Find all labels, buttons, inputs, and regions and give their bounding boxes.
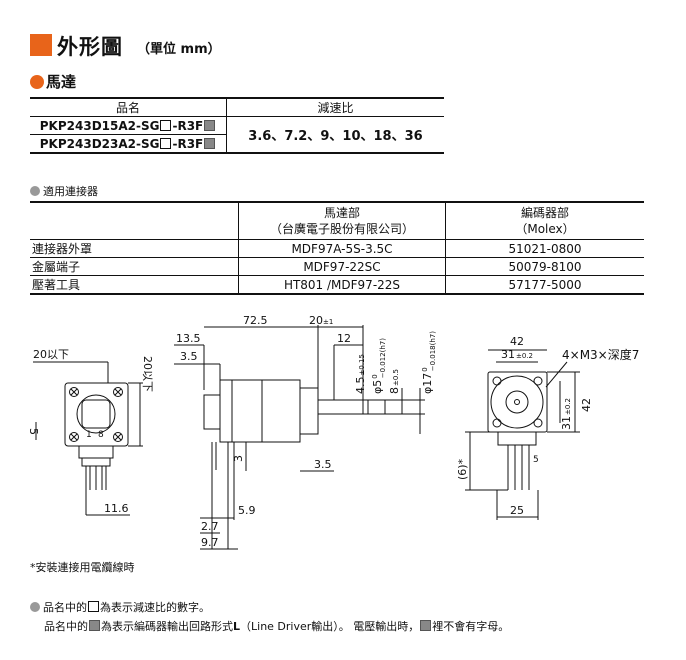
dim-phi5: φ50−0.012(h7) [371,338,387,394]
row-name: 連接器外罩 [30,239,239,258]
section-marker [30,75,44,89]
motor-section-title: 馬達 [46,73,77,91]
bullet-dot-icon [30,186,40,196]
unit-label: （單位 mm） [137,42,221,57]
dim-3-5-bottom: 3.5 [314,458,332,471]
screw-hole-icon [492,418,502,428]
dim-6-star: (6)* [456,458,469,480]
dim-5-9: 5.9 [238,504,256,517]
screw-hole-icon [492,376,502,386]
dim-3-5-top: 3.5 [180,350,198,363]
screw-hole-icon [113,387,123,397]
dim-3: 3 [232,455,245,462]
row-motor: HT801 /MDF97-22S [238,275,446,295]
filled-square-icon [89,620,100,631]
filled-square-icon [204,137,216,149]
left-end-view [33,361,143,516]
heading-marker [30,34,52,56]
connector-section-title: 適用連接器 [30,183,98,199]
footnote: *安裝連接用電纜線時 [30,561,135,574]
model-row-2: PKP243D23A2-SG-R3F [30,134,227,154]
col-name-header [30,201,239,240]
pin-label-1: 1 [86,430,92,440]
col-encoder-header: 編碼器部（Molex） [445,201,644,240]
row-name: 金屬端子 [30,257,239,276]
page-title: 外形圖 [57,35,123,59]
dim-20-below-h: 20以下 [33,348,69,361]
dim-20: 20±1 [309,314,333,327]
dim-2-7: 2.7 [201,520,219,533]
col-motor-header: 馬達部（台廣電子股份有限公司） [238,201,446,240]
dim-5-left: 5 [27,428,40,435]
note-1: 品名中的為表示減速比的數字。 [30,599,210,615]
col-model-header: 品名 [30,97,227,117]
screw-hole-icon [533,376,543,386]
row-motor: MDF97A-5S-3.5C [238,239,446,258]
row-motor: MDF97-22SC [238,257,446,276]
dim-4-5: 4.5±0.15 [354,354,367,394]
screw-hole-icon [113,432,123,442]
row-name: 壓著工具 [30,275,239,295]
dim-screws: 4×M3×深度7 [562,347,639,362]
dim-13-5: 13.5 [176,332,201,345]
dim-9-7: 9.7 [201,536,219,549]
note-2: 品名中的為表示編碼器輸出回路形式L（Line Driver輸出）。 電壓輸出時，… [44,620,510,633]
row-encoder: 57177-5000 [445,275,644,295]
dim-31-v: 31±0.2 [560,398,573,430]
dim-72-5: 72.5 [243,314,268,327]
dim-25: 25 [510,504,524,517]
screw-hole-icon [533,418,543,428]
filled-square-icon [420,620,432,631]
connector-table: 馬達部（台廣電子股份有限公司） 編碼器部（Molex） 連接器外罩 MDF97A… [30,201,644,295]
dim-20-below-v: 20以下 [141,356,154,392]
dim-8: 8±0.5 [388,369,401,394]
side-view [174,325,425,550]
screw-hole-icon [69,387,79,397]
row-encoder: 51021-0800 [445,239,644,258]
row-encoder: 50079-8100 [445,257,644,276]
dim-5-right: 5 [533,455,539,465]
filled-square-icon [204,119,216,131]
blank-square-icon [160,119,172,131]
blank-square-icon [88,601,99,612]
motor-table: 品名 減速比 PKP243D15A2-SG-R3F 3.6、7.2、9、10、1… [30,97,444,154]
dim-31-h: 31±0.2 [501,348,533,361]
pin-label-8: 8 [98,430,104,440]
dim-phi17: φ170−0.018(h7) [421,331,437,394]
right-end-view [465,349,580,520]
dim-42-h: 42 [510,335,524,348]
blank-square-icon [160,137,172,149]
bullet-dot-icon [30,602,40,612]
model-row-1: PKP243D15A2-SG-R3F [30,116,227,135]
col-ratio-header: 減速比 [226,97,444,117]
screw-hole-icon [69,432,79,442]
dim-42-v: 42 [580,398,593,412]
dim-12: 12 [337,332,351,345]
ratio-values: 3.6、7.2、9、10、18、36 [226,116,444,154]
dim-11-6: 11.6 [104,502,129,515]
